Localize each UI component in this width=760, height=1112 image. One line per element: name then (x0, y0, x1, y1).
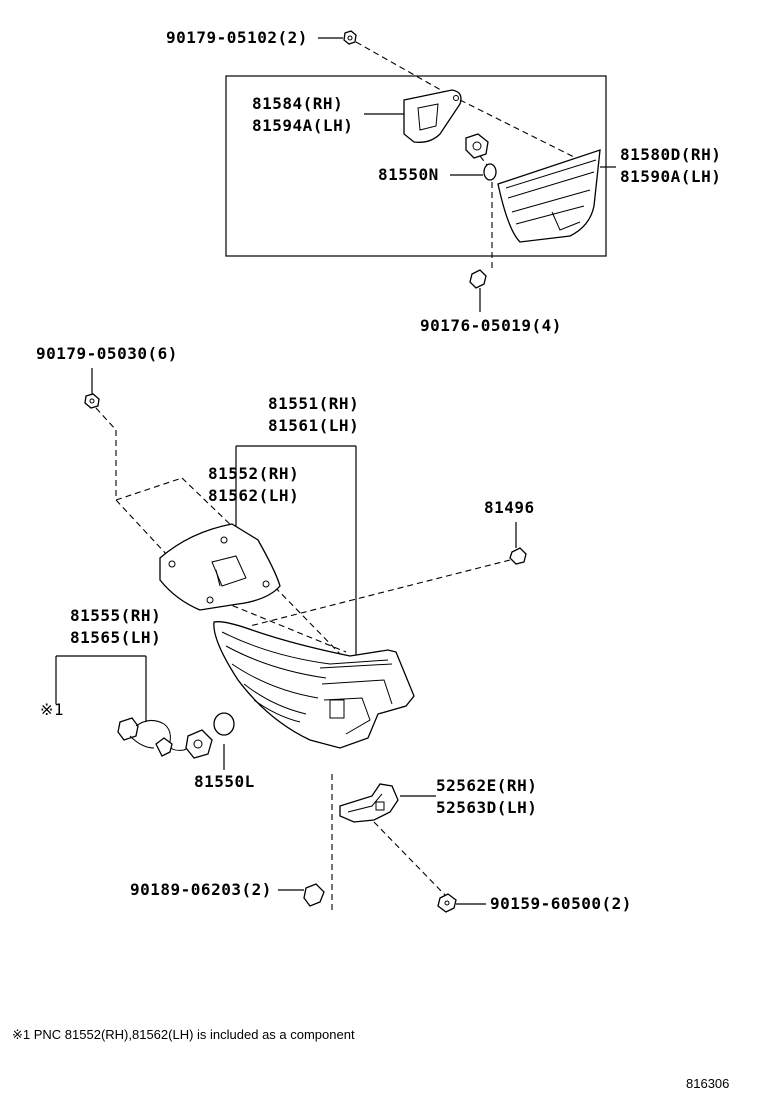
bracket-81584 (403, 89, 462, 143)
label-81562: 81562(LH) (208, 486, 300, 505)
label-90159-60500: 90159-60500(2) (490, 894, 632, 913)
footnote: ※1 PNC 81552(RH),81562(LH) is included a… (12, 1027, 355, 1042)
clip-90189-06203 (303, 883, 325, 907)
screw-81496 (509, 547, 527, 565)
bracket-52562e (339, 783, 399, 823)
label-81565: 81565(LH) (70, 628, 162, 647)
nut-90179-05102 (343, 30, 357, 45)
wire-harness-81555 (117, 717, 213, 759)
label-81584: 81584(RH) (252, 94, 344, 113)
label-81550n: 81550N (378, 165, 439, 184)
gasket-81552 (159, 523, 281, 611)
tail-lamp-81551 (213, 621, 415, 749)
lens-81580d (497, 149, 601, 243)
label-90176-05019: 90176-05019(4) (420, 316, 562, 335)
bulb-81550n (483, 163, 497, 181)
label-81590a: 81590A(LH) (620, 167, 722, 186)
label-81561: 81561(LH) (268, 416, 360, 435)
label-81555: 81555(RH) (70, 606, 162, 625)
bolt-90159-60500 (437, 893, 457, 913)
label-81550l: 81550L (194, 772, 255, 791)
label-90189-06203: 90189-06203(2) (130, 880, 272, 899)
label-52562e: 52562E(RH) (436, 776, 538, 795)
label-52563d: 52563D(LH) (436, 798, 538, 817)
subassembly-frame (225, 75, 607, 257)
nut-90179-05030 (84, 393, 100, 409)
label-81496: 81496 (484, 498, 535, 517)
socket-81550n (465, 133, 489, 159)
bulb-81550l (213, 712, 235, 736)
label-ref-1: ※1 (40, 700, 65, 719)
label-90179-05030: 90179-05030(6) (36, 344, 178, 363)
label-81551: 81551(RH) (268, 394, 360, 413)
diagram-id: 816306 (686, 1076, 730, 1091)
label-81580d: 81580D(RH) (620, 145, 722, 164)
label-81594a: 81594A(LH) (252, 116, 354, 135)
clip-90176-05019 (469, 269, 487, 289)
label-90179-05102: 90179-05102(2) (166, 28, 308, 47)
label-81552: 81552(RH) (208, 464, 300, 483)
